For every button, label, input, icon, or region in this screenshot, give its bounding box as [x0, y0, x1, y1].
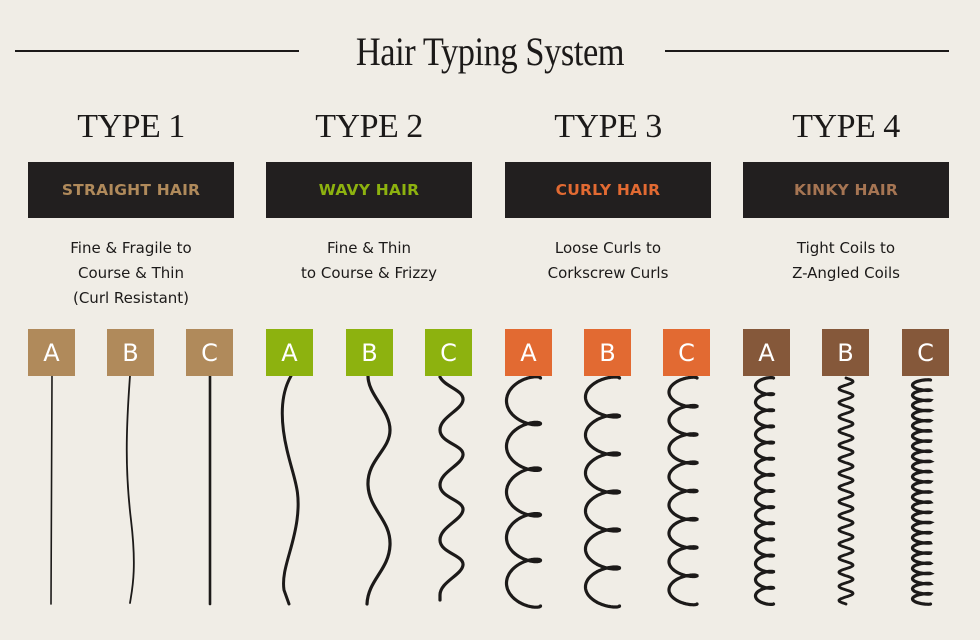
description-line: (Curl Resistant): [72, 289, 190, 307]
title-row: Hair Typing System: [0, 26, 980, 82]
type-heading: TYPE 4: [792, 108, 900, 145]
title-rule-left-line: [15, 50, 299, 52]
type-heading: TYPE 3: [554, 108, 662, 145]
type-label-box: KINKY HAIR: [743, 162, 949, 218]
description-line: Fine & Thin: [326, 239, 412, 257]
description-line: Z-Angled Coils: [792, 264, 900, 282]
type-heading: TYPE 2: [315, 108, 423, 145]
subtype-badge-4c: C: [902, 329, 949, 376]
subtype-badge-1b: B: [107, 329, 154, 376]
subtype-badge-4a: A: [743, 329, 790, 376]
description-line: Course & Thin: [78, 264, 184, 282]
type-description: Loose Curls to Corkscrew Curls: [485, 236, 731, 286]
subtype-badge-3a: A: [505, 329, 552, 376]
type-description: Tight Coils to Z-Angled Coils: [723, 236, 969, 286]
subtype-badge-2a: A: [266, 329, 313, 376]
subtype-badge-3c: C: [663, 329, 710, 376]
type-3-column: TYPE 3 CURLY HAIR Loose Curls to Corkscr…: [505, 0, 711, 640]
title-rule-right: [665, 50, 949, 52]
type-label-box: WAVY HAIR: [266, 162, 472, 218]
subtype-badge-1c: C: [186, 329, 233, 376]
description-line: Tight Coils to: [796, 239, 896, 257]
subtype-badge-4b: B: [822, 329, 869, 376]
type-label-box: CURLY HAIR: [505, 162, 711, 218]
subtype-badge-2c: C: [425, 329, 472, 376]
description-line: to Course & Frizzy: [301, 264, 437, 282]
type-description: Fine & Thin to Course & Frizzy: [246, 236, 492, 286]
page-title: Hair Typing System: [355, 29, 625, 74]
type-4-column: TYPE 4 KINKY HAIR Tight Coils to Z-Angle…: [743, 0, 949, 640]
description-line: Corkscrew Curls: [547, 264, 669, 282]
type-description: Fine & Fragile to Course & Thin (Curl Re…: [8, 236, 254, 311]
type-2-column: TYPE 2 WAVY HAIR Fine & Thin to Course &…: [266, 0, 472, 640]
type-1-column: TYPE 1 STRAIGHT HAIR Fine & Fragile to C…: [28, 0, 234, 640]
type-heading: TYPE 1: [77, 108, 185, 145]
subtype-badge-1a: A: [28, 329, 75, 376]
subtype-badge-3b: B: [584, 329, 631, 376]
type-label-box: STRAIGHT HAIR: [28, 162, 234, 218]
description-line: Fine & Fragile to: [70, 239, 192, 257]
subtype-badge-2b: B: [346, 329, 393, 376]
description-line: Loose Curls to: [554, 239, 662, 257]
